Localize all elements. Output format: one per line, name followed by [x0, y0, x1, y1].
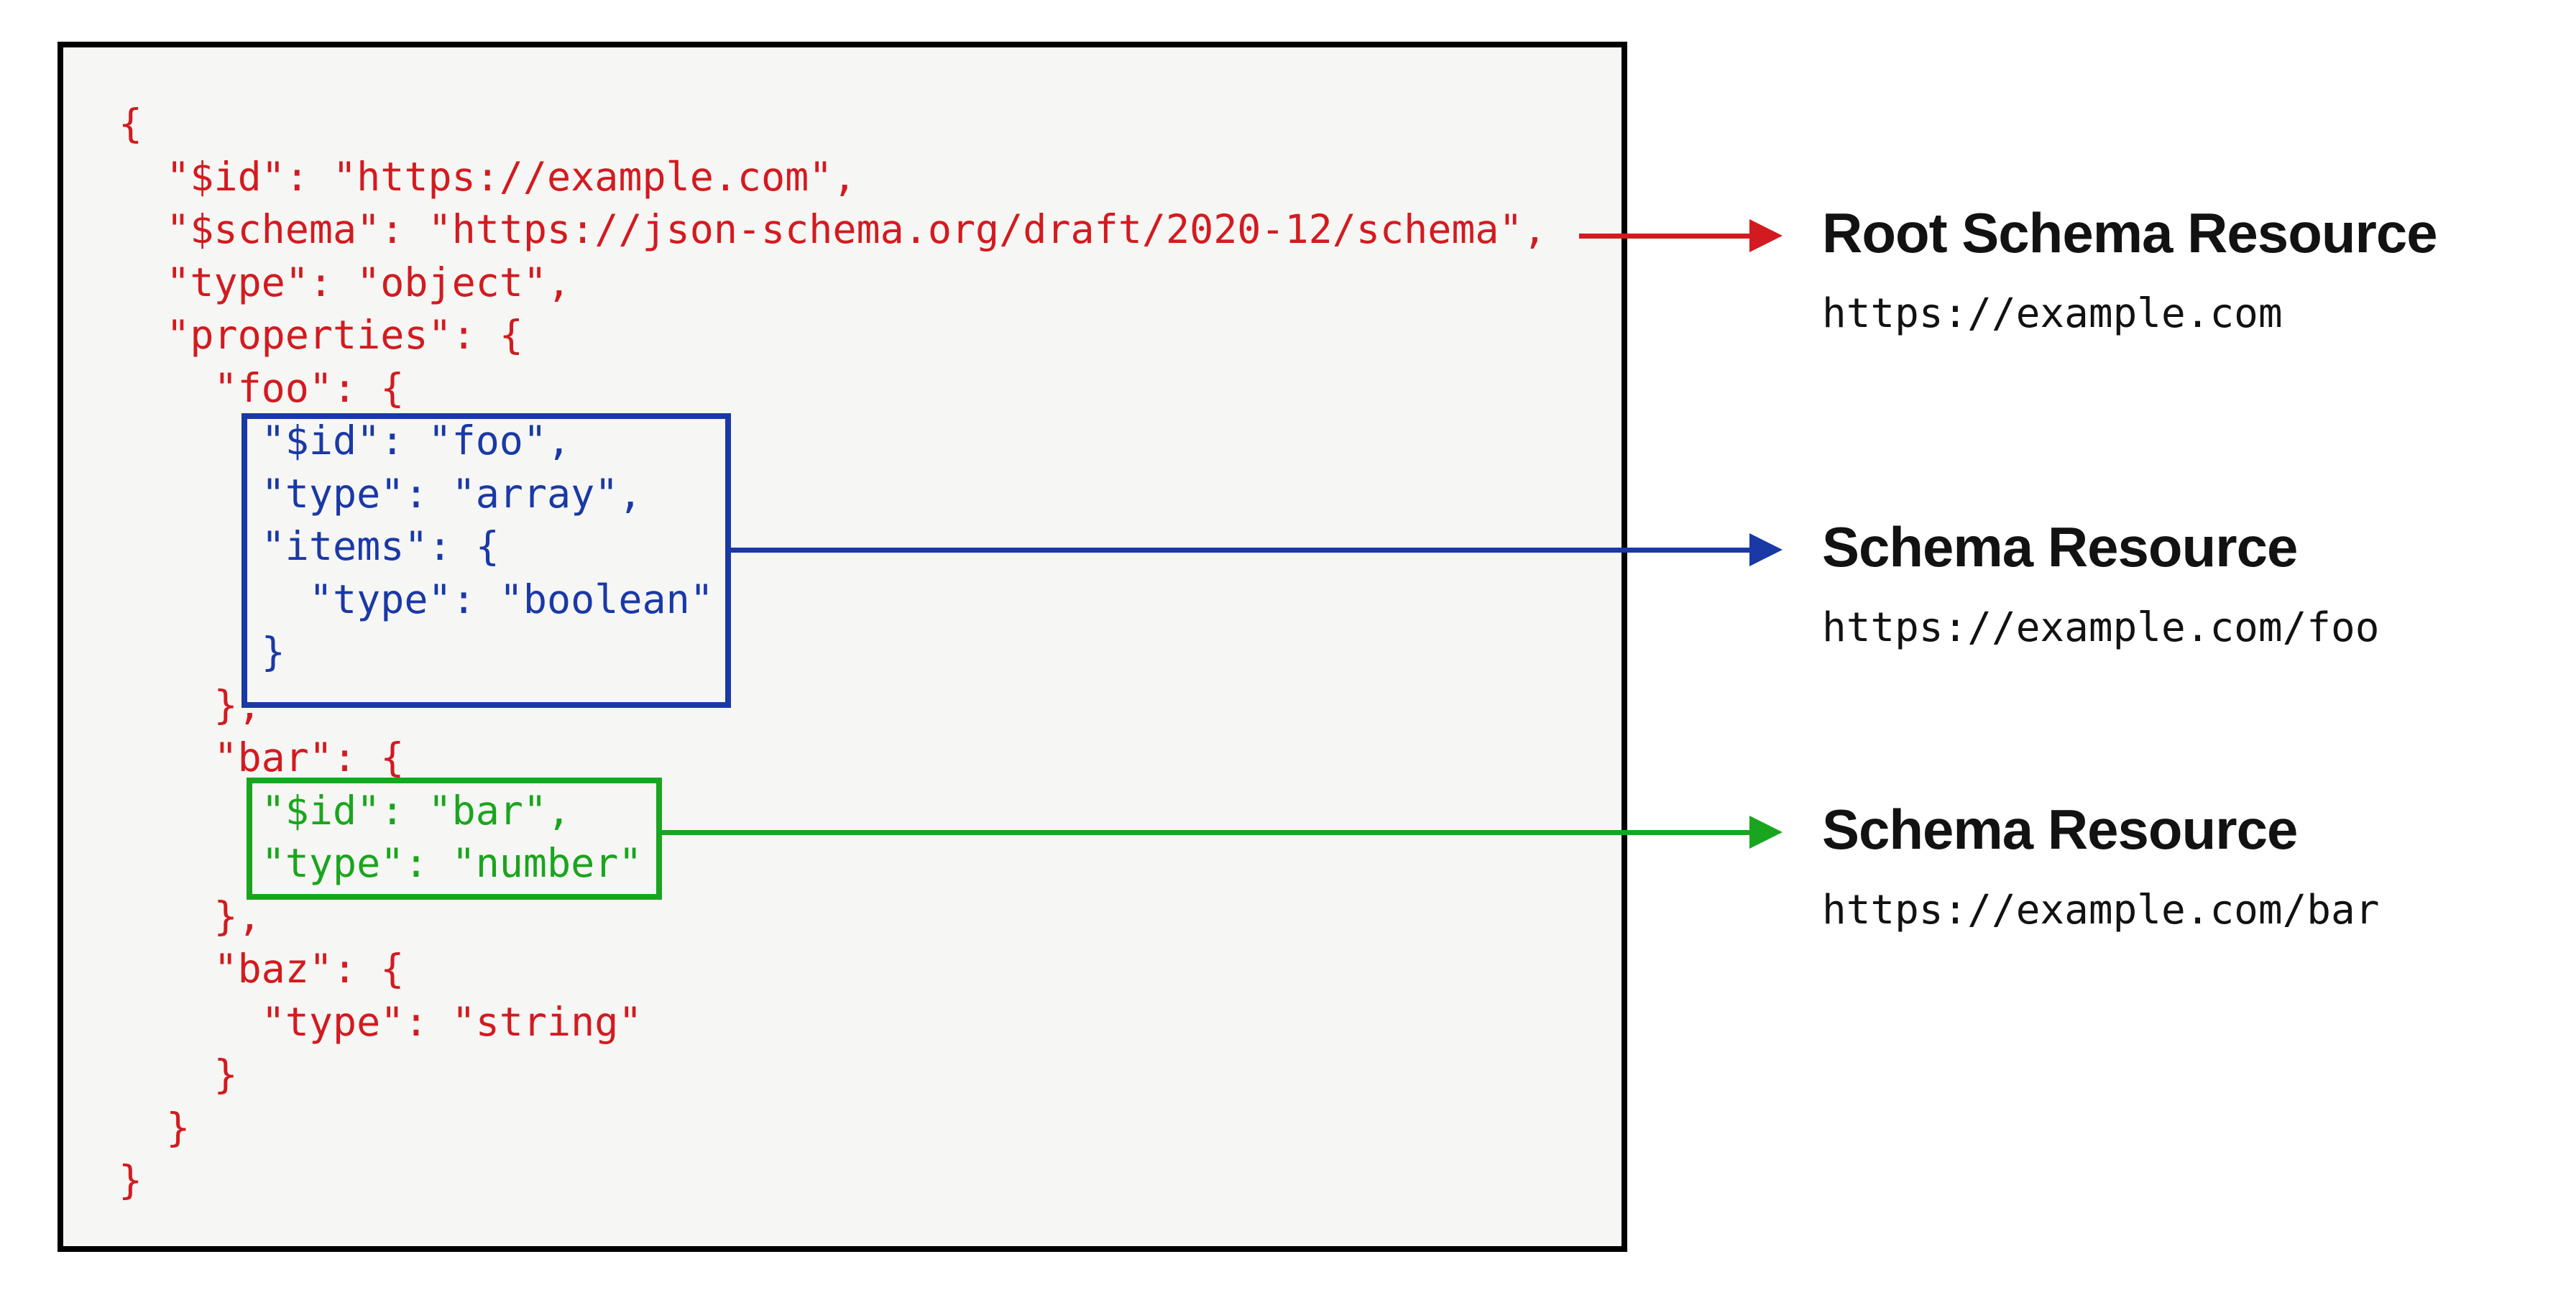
code-line: "type": "array",: [119, 470, 643, 517]
label-url: https://example.com: [1822, 290, 2283, 337]
code-line-foo-id: "$id": "foo",: [119, 418, 571, 464]
bar-schema-arrow-head-icon: [1749, 816, 1782, 849]
code-line: "baz": {: [119, 946, 405, 992]
foo-schema-resource-label: Schema Resource https://example.com/foo: [1822, 519, 2379, 650]
code-line: },: [119, 893, 262, 939]
root-schema-arrow-line: [1579, 234, 1752, 239]
code-line: "type": "number": [119, 840, 643, 886]
code-line: "type": "string": [119, 998, 643, 1045]
code-line: "foo": {: [119, 364, 405, 411]
label-title: Schema Resource: [1822, 798, 2298, 861]
json-schema-code-block: { "$id": "https://example.com", "$schema…: [119, 98, 1547, 1207]
root-schema-arrow-head-icon: [1749, 219, 1782, 252]
code-line: "items": {: [119, 523, 500, 569]
code-line: "type": "boolean": [119, 576, 714, 622]
code-line: }: [119, 1104, 190, 1151]
code-line: }: [119, 1051, 238, 1097]
code-line: }: [119, 1157, 143, 1203]
code-line: {: [119, 101, 143, 147]
root-schema-resource-label: Root Schema Resource https://example.com: [1822, 201, 2438, 337]
bar-schema-resource-highlight-box: [247, 778, 662, 900]
label-url: https://example.com/foo: [1822, 604, 2380, 651]
foo-schema-arrow-head-icon: [1749, 533, 1782, 566]
bar-schema-arrow-line: [661, 830, 1752, 835]
label-title: Schema Resource: [1822, 515, 2298, 579]
code-line: }: [119, 629, 285, 675]
code-line-bar-id: "$id": "bar",: [119, 787, 571, 834]
foo-schema-resource-highlight-box: [242, 413, 731, 708]
code-line-schema-keyword: "$schema": "https://json-schema.org/draf…: [119, 206, 1547, 252]
schema-code-panel-background: [58, 42, 1627, 1252]
label-url: https://example.com/bar: [1822, 887, 2380, 934]
bar-schema-resource-label: Schema Resource https://example.com/bar: [1822, 801, 2379, 932]
code-line: "bar": {: [119, 734, 405, 780]
label-title: Root Schema Resource: [1822, 201, 2438, 264]
code-line: "properties": {: [119, 312, 523, 358]
code-line: "type": "object",: [119, 259, 571, 305]
code-line: "$id": "https://example.com",: [119, 153, 857, 200]
foo-schema-arrow-line: [730, 548, 1752, 553]
